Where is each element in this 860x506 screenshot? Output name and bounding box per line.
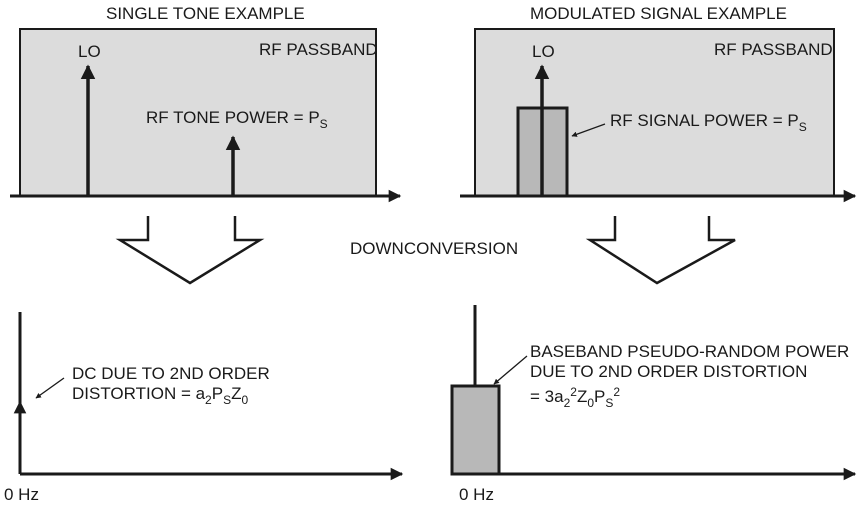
- dc-distortion-line2: DISTORTION = a2PSZ0: [72, 384, 248, 410]
- rf-signal-power-label: RF SIGNAL POWER = PS: [610, 111, 807, 137]
- dc-formula-prefix: DISTORTION = a: [72, 384, 206, 403]
- bb-formula-z: Z: [576, 387, 588, 406]
- downconversion-arrow-right: [585, 216, 736, 285]
- lo-label-right: LO: [532, 42, 555, 61]
- dc-formula-sub-a: 2: [205, 393, 212, 407]
- rf-signal-power-subscript: S: [798, 120, 807, 134]
- rf-signal-power-text: RF SIGNAL POWER = P: [610, 111, 799, 130]
- bb-formula-sup-a: 2: [570, 385, 577, 399]
- bb-formula-prefix: = 3a: [530, 387, 564, 406]
- rf-tone-power-subscript: S: [319, 117, 328, 131]
- rf-passband-label-right: RF PASSBAND: [714, 40, 833, 59]
- baseband-line3: = 3a22Z0PS2: [530, 382, 620, 413]
- signal-power-pointer: [571, 123, 606, 137]
- baseband-line2: DUE TO 2ND ORDER DISTORTION: [530, 362, 808, 381]
- lo-label-left: LO: [78, 42, 101, 61]
- rf-passband-box-left: [19, 28, 377, 197]
- rf-tone-power-text: RF TONE POWER = P: [146, 108, 320, 127]
- bb-formula-sub-a: 2: [563, 396, 571, 410]
- rf-tone-power-label: RF TONE POWER = PS: [146, 108, 328, 134]
- downconversion-arrow-left: [115, 216, 265, 285]
- bb-formula-sup-p: 2: [613, 385, 621, 399]
- downconversion-label: DOWNCONVERSION: [350, 239, 519, 258]
- dc-formula-p: P: [211, 384, 224, 403]
- bb-formula-p: P: [594, 387, 606, 406]
- baseband-line1: BASEBAND PSEUDO-RANDOM POWER: [530, 342, 850, 361]
- bb-formula-sub-0: 0: [587, 396, 595, 410]
- baseband-band: [450, 384, 501, 476]
- dc-pointer: [35, 377, 65, 399]
- baseband-pointer: [493, 355, 528, 385]
- zero-hz-label-right: 0 Hz: [459, 485, 494, 504]
- right-panel-title: MODULATED SIGNAL EXAMPLE: [530, 4, 787, 23]
- dc-distortion-line1: DC DUE TO 2ND ORDER: [72, 364, 270, 383]
- rf-passband-label-left: RF PASSBAND: [259, 40, 378, 59]
- dc-formula-sub-0: 0: [241, 393, 249, 407]
- left-panel-title: SINGLE TONE EXAMPLE: [106, 4, 305, 23]
- dc-formula-sub-s: S: [223, 393, 232, 407]
- dc-formula-z: Z: [231, 384, 242, 403]
- bb-formula-sub-s: S: [605, 396, 614, 410]
- zero-hz-label-left: 0 Hz: [4, 485, 39, 504]
